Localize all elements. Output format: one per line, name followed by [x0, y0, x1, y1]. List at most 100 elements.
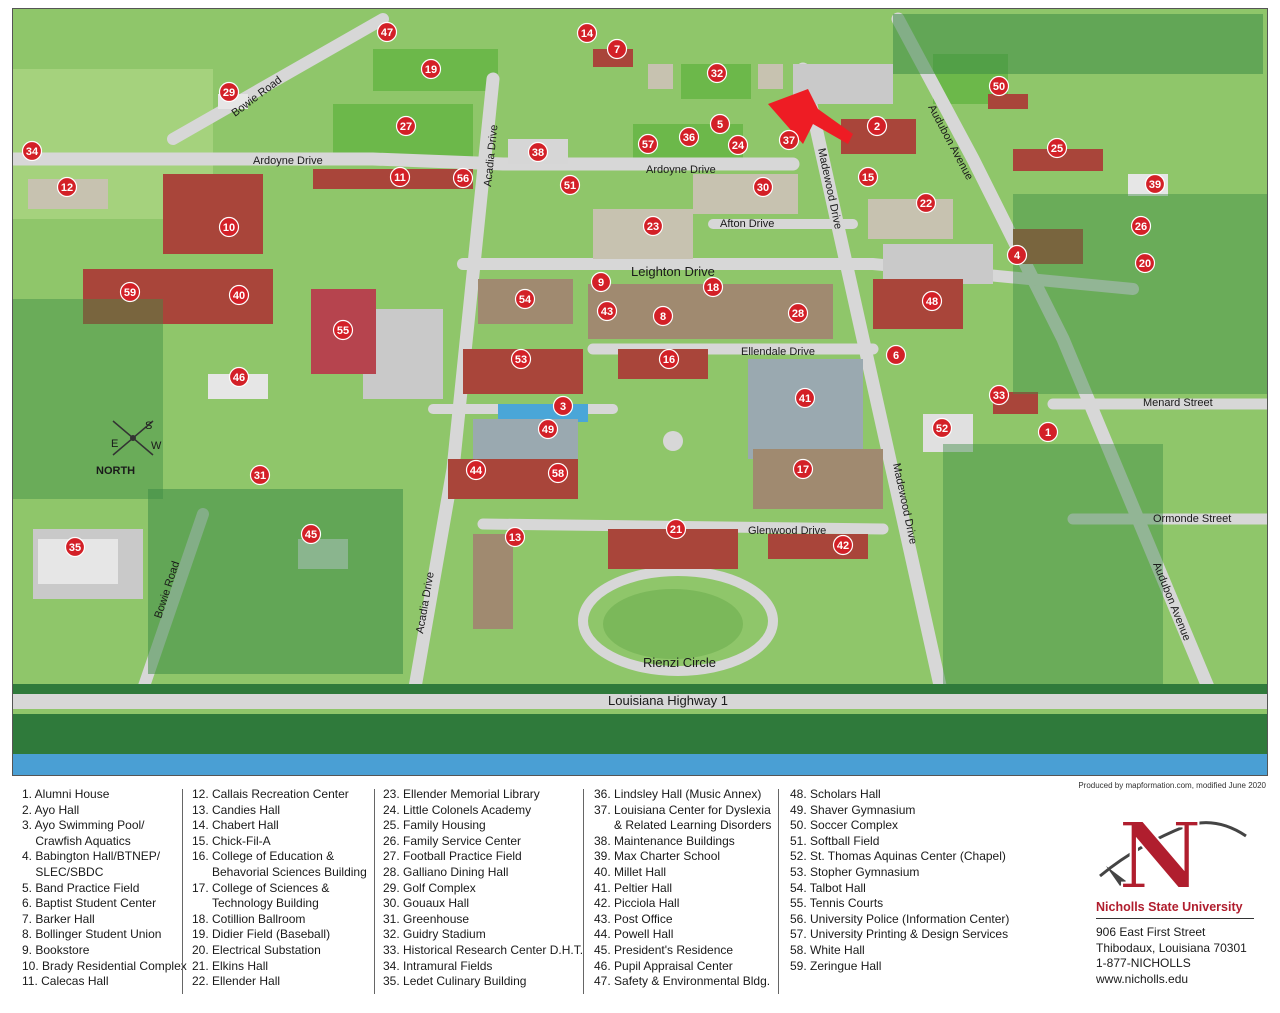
- marker-circle[interactable]: [596, 300, 618, 322]
- marker-circle[interactable]: [576, 22, 598, 44]
- marker-circle[interactable]: [727, 134, 749, 156]
- marker-circle[interactable]: [332, 319, 354, 341]
- building-marker[interactable]: 7: [606, 38, 628, 60]
- marker-circle[interactable]: [885, 344, 907, 366]
- building-marker[interactable]: 14: [576, 22, 598, 44]
- building-marker[interactable]: 54: [514, 288, 536, 310]
- marker-circle[interactable]: [1130, 215, 1152, 237]
- campus-map-canvas[interactable]: S E W NORTH Bowie Road Ardoyne Drive Aca…: [13, 9, 1267, 775]
- marker-circle[interactable]: [915, 192, 937, 214]
- building-marker[interactable]: 58: [547, 462, 569, 484]
- building-marker[interactable]: 10: [218, 216, 240, 238]
- building-marker[interactable]: 29: [218, 81, 240, 103]
- marker-circle[interactable]: [794, 387, 816, 409]
- building-marker[interactable]: 56: [452, 167, 474, 189]
- building-marker[interactable]: 12: [56, 176, 78, 198]
- marker-circle[interactable]: [792, 458, 814, 480]
- building-marker[interactable]: 2: [866, 115, 888, 137]
- building-marker[interactable]: 41: [794, 387, 816, 409]
- building-marker[interactable]: 34: [21, 140, 43, 162]
- building-marker[interactable]: 21: [665, 518, 687, 540]
- building-marker[interactable]: 59: [119, 281, 141, 303]
- building-marker[interactable]: 40: [228, 284, 250, 306]
- marker-circle[interactable]: [64, 536, 86, 558]
- marker-circle[interactable]: [832, 534, 854, 556]
- marker-circle[interactable]: [866, 115, 888, 137]
- building-marker[interactable]: 32: [706, 62, 728, 84]
- building-marker[interactable]: 4: [1006, 244, 1028, 266]
- marker-circle[interactable]: [706, 62, 728, 84]
- marker-circle[interactable]: [678, 126, 700, 148]
- building-marker[interactable]: 26: [1130, 215, 1152, 237]
- building-marker[interactable]: 16: [658, 348, 680, 370]
- marker-circle[interactable]: [778, 129, 800, 151]
- marker-circle[interactable]: [709, 113, 731, 135]
- marker-circle[interactable]: [857, 166, 879, 188]
- marker-circle[interactable]: [389, 166, 411, 188]
- building-marker[interactable]: 33: [988, 384, 1010, 406]
- building-marker[interactable]: 3: [552, 395, 574, 417]
- marker-circle[interactable]: [652, 305, 674, 327]
- marker-circle[interactable]: [559, 174, 581, 196]
- marker-circle[interactable]: [452, 167, 474, 189]
- website-link[interactable]: www.nicholls.edu: [1096, 971, 1189, 986]
- building-marker[interactable]: 9: [590, 271, 612, 293]
- marker-circle[interactable]: [527, 141, 549, 163]
- marker-circle[interactable]: [228, 284, 250, 306]
- building-marker[interactable]: 31: [249, 464, 271, 486]
- marker-circle[interactable]: [752, 176, 774, 198]
- marker-circle[interactable]: [119, 281, 141, 303]
- marker-circle[interactable]: [787, 302, 809, 324]
- marker-circle[interactable]: [547, 462, 569, 484]
- building-marker[interactable]: 42: [832, 534, 854, 556]
- building-marker[interactable]: 53: [510, 348, 532, 370]
- building-marker[interactable]: 35: [64, 536, 86, 558]
- building-marker[interactable]: 25: [1046, 137, 1068, 159]
- building-marker[interactable]: 30: [752, 176, 774, 198]
- building-marker[interactable]: 20: [1134, 252, 1156, 274]
- marker-circle[interactable]: [300, 523, 322, 545]
- building-marker[interactable]: 38: [527, 141, 549, 163]
- marker-circle[interactable]: [228, 366, 250, 388]
- marker-circle[interactable]: [921, 290, 943, 312]
- marker-circle[interactable]: [606, 38, 628, 60]
- marker-circle[interactable]: [988, 384, 1010, 406]
- marker-circle[interactable]: [420, 58, 442, 80]
- building-marker[interactable]: 39: [1144, 173, 1166, 195]
- building-marker[interactable]: 43: [596, 300, 618, 322]
- building-marker[interactable]: 45: [300, 523, 322, 545]
- marker-circle[interactable]: [218, 81, 240, 103]
- building-marker[interactable]: 47: [376, 21, 398, 43]
- building-marker[interactable]: 27: [395, 115, 417, 137]
- marker-circle[interactable]: [537, 418, 559, 440]
- marker-circle[interactable]: [637, 133, 659, 155]
- marker-circle[interactable]: [665, 518, 687, 540]
- marker-circle[interactable]: [376, 21, 398, 43]
- building-marker[interactable]: 36: [678, 126, 700, 148]
- marker-circle[interactable]: [931, 417, 953, 439]
- building-marker[interactable]: 51: [559, 174, 581, 196]
- marker-circle[interactable]: [1046, 137, 1068, 159]
- building-marker[interactable]: 6: [885, 344, 907, 366]
- building-marker[interactable]: 24: [727, 134, 749, 156]
- marker-circle[interactable]: [1006, 244, 1028, 266]
- marker-circle[interactable]: [56, 176, 78, 198]
- building-marker[interactable]: 17: [792, 458, 814, 480]
- building-marker[interactable]: 23: [642, 215, 664, 237]
- marker-circle[interactable]: [1144, 173, 1166, 195]
- campus-map[interactable]: S E W NORTH Bowie Road Ardoyne Drive Aca…: [12, 8, 1268, 776]
- building-marker[interactable]: 44: [465, 459, 487, 481]
- marker-circle[interactable]: [21, 140, 43, 162]
- marker-circle[interactable]: [510, 348, 532, 370]
- building-marker[interactable]: 18: [702, 276, 724, 298]
- building-marker[interactable]: 5: [709, 113, 731, 135]
- building-marker[interactable]: 8: [652, 305, 674, 327]
- marker-circle[interactable]: [658, 348, 680, 370]
- building-marker[interactable]: 11: [389, 166, 411, 188]
- building-marker[interactable]: 52: [931, 417, 953, 439]
- building-marker[interactable]: 1: [1037, 421, 1059, 443]
- building-marker[interactable]: 55: [332, 319, 354, 341]
- marker-circle[interactable]: [249, 464, 271, 486]
- building-marker[interactable]: 13: [504, 526, 526, 548]
- marker-circle[interactable]: [590, 271, 612, 293]
